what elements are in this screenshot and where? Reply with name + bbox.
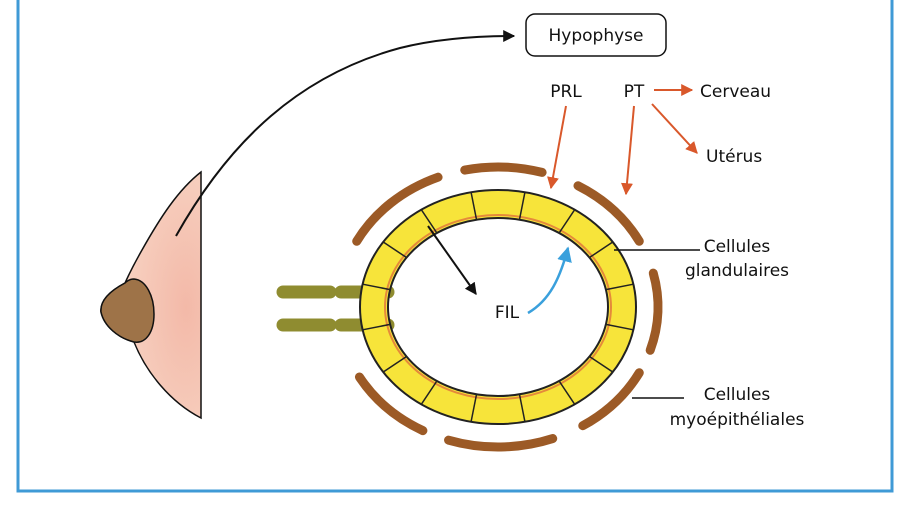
myo-label-line1: Cellules xyxy=(704,385,771,405)
alveolus-glandular-ring xyxy=(358,189,638,425)
glandular-cell-divider xyxy=(382,355,407,373)
myoepithelial-cell xyxy=(573,181,644,246)
myo-label-line2: myoépithéliales xyxy=(670,410,805,430)
glandular-cell-divider xyxy=(605,283,634,291)
myoepithelial-cell xyxy=(444,434,558,452)
myoepithelial-cell xyxy=(460,162,547,177)
myoepithelial-cell xyxy=(578,368,644,431)
myoepithelial-cells xyxy=(352,162,663,452)
fil-label: FIL xyxy=(495,303,520,323)
glandular-cell-divider xyxy=(382,241,407,259)
glandular-cell-divider xyxy=(558,209,576,234)
glandular-ring xyxy=(358,189,638,425)
glandular-cell-divider xyxy=(518,192,526,220)
prl-label: PRL xyxy=(550,82,582,102)
signal-to-hypophyse-arrow xyxy=(175,30,516,237)
glandular-cell-divider xyxy=(558,380,576,405)
glandulaires-label-line1: Cellules xyxy=(704,237,771,257)
uterus-label: Utérus xyxy=(706,147,762,167)
breast-illustration xyxy=(100,170,202,420)
nipple xyxy=(100,278,155,343)
fil-feedback-arrow xyxy=(527,246,572,315)
pt-label: PT xyxy=(624,82,645,102)
secretion-arrow xyxy=(427,225,477,295)
pt-to-uterus-arrow xyxy=(651,103,698,154)
glandular-cell-divider xyxy=(362,283,391,291)
lumen-lining xyxy=(384,214,612,400)
glandular-cell-divider xyxy=(589,355,614,373)
glandular-cell-divider xyxy=(420,380,438,405)
glandular-cell-divider xyxy=(420,209,438,234)
glandulaires-label-line2: glandulaires xyxy=(685,261,789,281)
glandular-cell-divider xyxy=(605,323,634,331)
pt-arrow xyxy=(621,105,635,196)
diagram-frame xyxy=(16,0,894,493)
glandular-cell-divider xyxy=(589,241,614,259)
hypophyse-label: Hypophyse xyxy=(549,26,644,46)
glandular-cell-divider xyxy=(470,192,478,220)
myoepithelial-cell xyxy=(352,172,443,246)
myoepithelial-cell xyxy=(354,372,428,436)
cerveau-label: Cerveau xyxy=(700,82,771,102)
glandular-cell-divider xyxy=(518,394,526,422)
glandular-cell-divider xyxy=(362,323,391,331)
glandular-cell-divider xyxy=(470,394,478,422)
myoepithelial-cell xyxy=(645,268,663,355)
prl-arrow xyxy=(547,105,567,190)
hypophyse-box xyxy=(525,13,667,57)
